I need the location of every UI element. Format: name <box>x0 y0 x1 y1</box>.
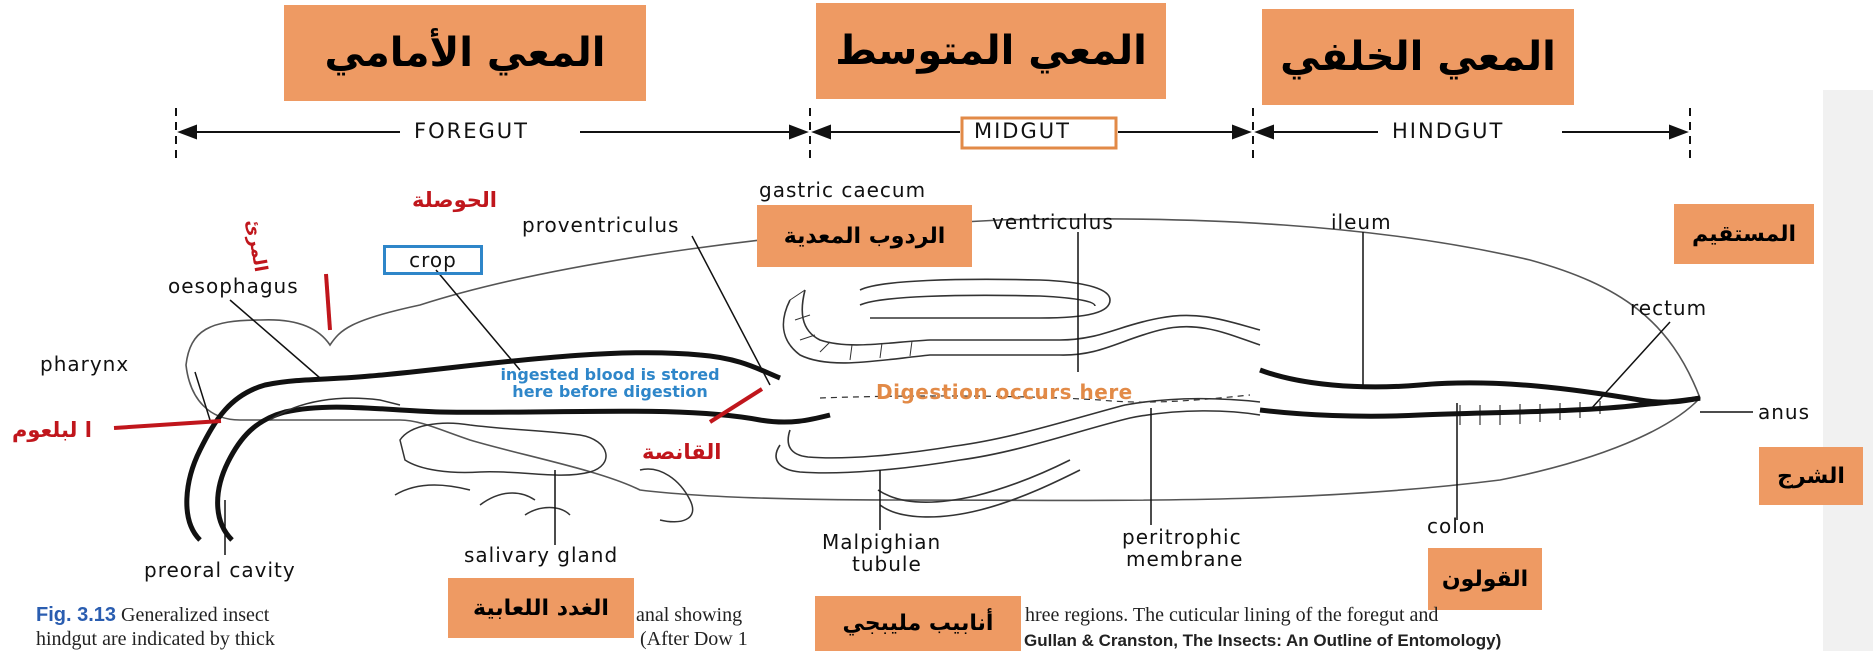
ileum-label: ileum <box>1331 210 1392 234</box>
caption-2a: hindgut are indicated by thick <box>36 626 275 652</box>
caption-2c: Gullan & Cranston, The Insects: An Outli… <box>1024 628 1501 654</box>
salivary-gland-drawing <box>270 398 693 522</box>
arabic-colon-box: القولون <box>1428 548 1542 610</box>
crop-label: crop <box>383 245 483 275</box>
arabic-gastric-caecum-box: الردوب المعدية <box>757 205 972 267</box>
gastric-caecum-label: gastric caecum <box>759 178 926 202</box>
blood-note-line2: here before digestion <box>460 383 760 400</box>
digestion-note: Digestion occurs here <box>876 380 1133 404</box>
peritrophic-label-line1: peritrophic <box>1122 525 1242 549</box>
rectum-label: rectum <box>1630 296 1707 320</box>
figure-caption-line1: Fig. 3.13 Generalized insect <box>36 602 269 628</box>
malpighian-label-line1: Malpighian <box>822 530 941 554</box>
midgut-region-label: MIDGUT <box>964 119 1081 143</box>
arabic-proventriculus-label: القانصة <box>642 440 721 464</box>
foregut-region-label: FOREGUT <box>404 119 539 143</box>
arabic-salivary-gland-box: الغدد اللعابية <box>448 578 634 638</box>
midgut-rings <box>790 290 912 360</box>
caption-1a: Generalized insect <box>121 604 269 626</box>
oesophagus-label: oesophagus <box>168 274 299 298</box>
caption-1b: anal showing <box>636 602 742 628</box>
arabic-anus-box: الشرج <box>1759 447 1863 505</box>
hindgut-region-label: HINDGUT <box>1382 119 1514 143</box>
hindgut-wall-upper <box>1260 370 1700 402</box>
malpighian-label-line2: tubule <box>852 552 922 576</box>
pharynx-label: pharynx <box>40 352 129 376</box>
blood-note: ingested blood is stored here before dig… <box>460 366 760 400</box>
arabic-pharynx-label: ا لبلعوم <box>12 418 92 442</box>
colon-label: colon <box>1427 514 1486 538</box>
proventriculus-label: proventriculus <box>522 213 679 237</box>
caption-2b: (After Dow 1 <box>640 626 748 652</box>
ventriculus-label: ventriculus <box>992 210 1114 234</box>
arabic-rectum-box: المستقيم <box>1674 204 1814 264</box>
figure-number: Fig. 3.13 <box>36 604 116 626</box>
caption-1c: hree regions. The cuticular lining of th… <box>1025 602 1438 628</box>
blood-note-line1: ingested blood is stored <box>460 366 760 383</box>
peritrophic-label-line2: membrane <box>1126 547 1243 571</box>
anus-label: anus <box>1758 400 1810 424</box>
salivary-gland-label: salivary gland <box>464 543 618 567</box>
arabic-malpighian-box: أنابيب مليبجي <box>815 596 1021 651</box>
preoral-cavity-label: preoral cavity <box>144 558 296 582</box>
arabic-crop-label: الحوصلة <box>412 188 497 212</box>
